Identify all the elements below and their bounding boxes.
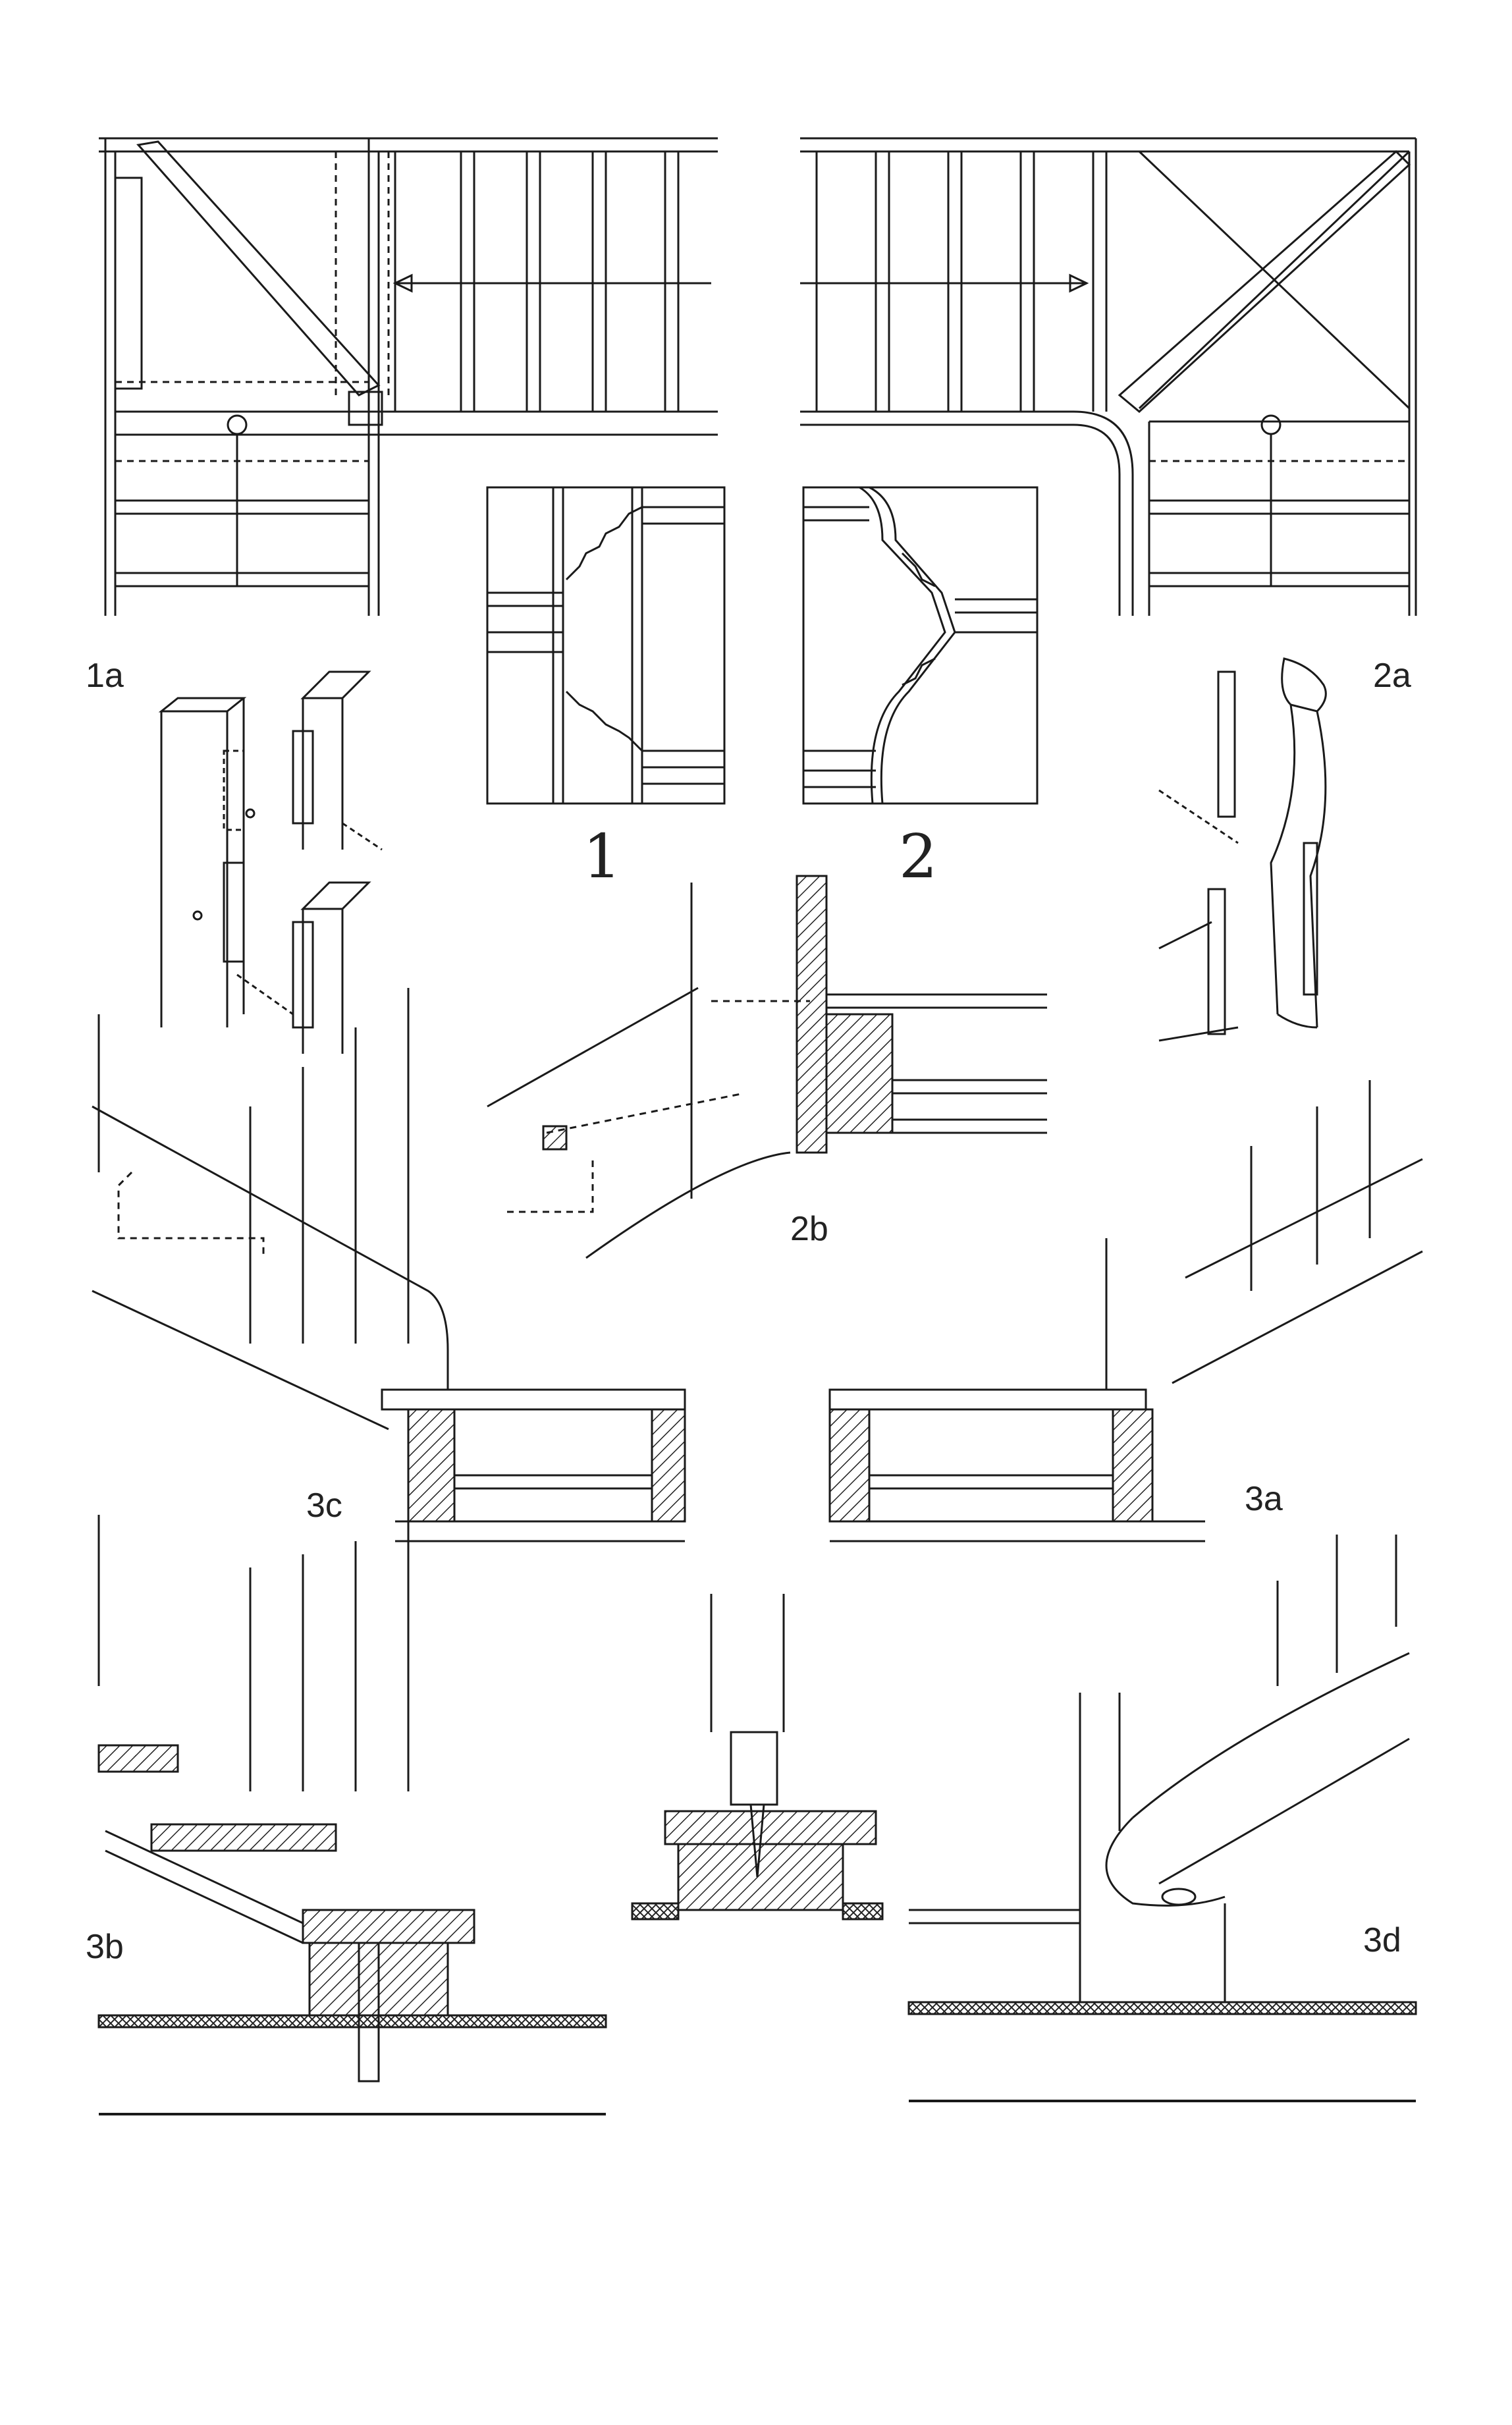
label-fig-3b: 3b — [86, 1928, 124, 1966]
fig-2a-plan — [800, 137, 1417, 616]
newel-base-detail — [631, 1594, 884, 1921]
label-fig-2b: 2b — [790, 1210, 828, 1248]
label-fig-3d: 3d — [1363, 1921, 1401, 1959]
label-fig-3c: 3c — [306, 1486, 342, 1525]
fig-2b-section — [487, 875, 1047, 1259]
fig-1a-plan — [99, 137, 718, 616]
fig-3c-section — [92, 988, 686, 1542]
label-fig-1: 1 — [583, 821, 622, 892]
label-fig-3a: 3a — [1245, 1480, 1283, 1518]
fig-1a-joint-detail — [158, 670, 383, 1054]
fig-1-stair-plan — [486, 486, 726, 805]
fig-3a-section — [828, 1080, 1423, 1542]
fig-2-stair-plan — [802, 486, 1039, 805]
fig-3d-section — [907, 1535, 1417, 2102]
fig-3b-section — [97, 1515, 607, 2115]
label-fig-2a: 2a — [1373, 657, 1411, 695]
fig-2a-handrail-detail — [1158, 657, 1327, 1042]
label-fig-1a: 1a — [86, 657, 124, 695]
label-fig-2: 2 — [899, 821, 938, 892]
